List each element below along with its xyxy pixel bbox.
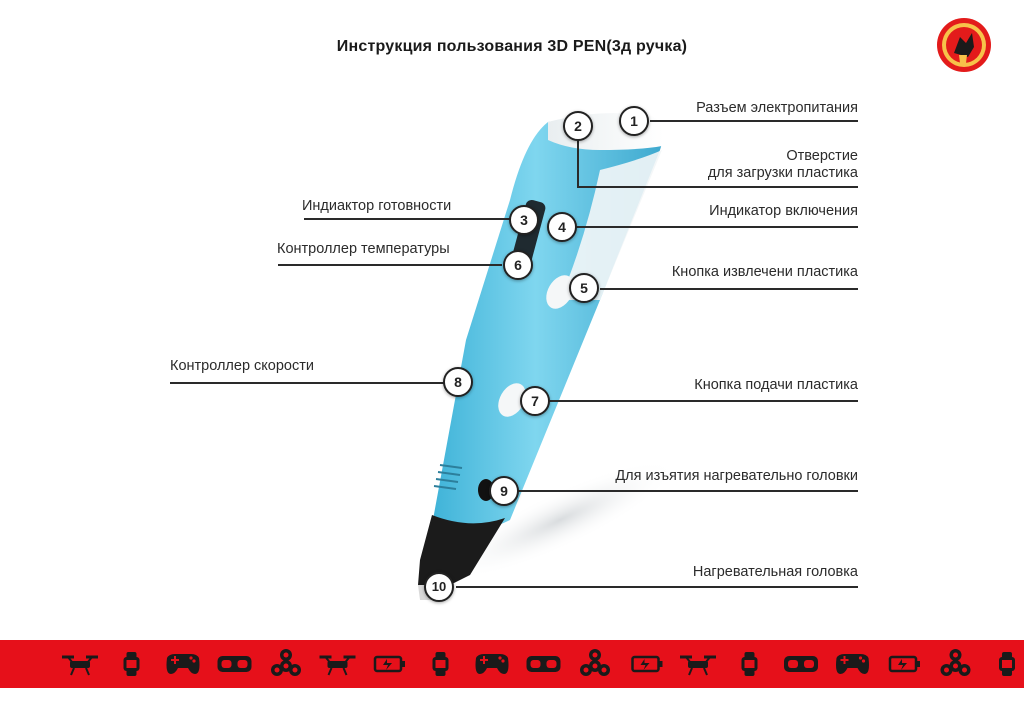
callout-badge-8: 8 (443, 367, 473, 397)
callout-line-9 (518, 490, 858, 492)
callout-badge-5: 5 (569, 273, 599, 303)
callout-line-6 (278, 264, 502, 266)
drone-icon (62, 655, 98, 676)
callout-badge-2: 2 (563, 111, 593, 141)
callout-line-8 (170, 382, 444, 384)
3d-pen-illustration (418, 113, 679, 600)
callout-label-6: Контроллер температуры (277, 241, 450, 257)
callout-label-3: Индиактор готовности (302, 198, 452, 214)
callout-label-10: Нагревательная головка (692, 564, 858, 580)
page-title: Инструкция пользования 3D PEN(3д ручка) (336, 38, 688, 55)
callout-label-5: Кнопка извлечени пластика (671, 264, 858, 280)
callout-line-10 (456, 586, 858, 588)
brand-logo (937, 18, 991, 72)
callout-badge-10: 10 (424, 572, 454, 602)
fidget-spinner-icon (580, 649, 610, 676)
footer-icon-band (0, 640, 1024, 688)
vr-headset-icon (784, 656, 818, 672)
callout-badge-3: 3 (509, 205, 539, 235)
callout-line-2 (578, 186, 858, 188)
fidget-spinner-icon (940, 649, 971, 676)
callout-badge-7: 7 (520, 386, 550, 416)
gamepad-icon (836, 654, 869, 674)
smartwatch-icon (432, 652, 449, 676)
callout-line-1 (650, 120, 858, 122)
battery-icon (888, 655, 920, 673)
callout-line-7 (548, 400, 858, 402)
fidget-spinner-icon (271, 649, 301, 676)
callout-line-3 (304, 218, 512, 220)
smartwatch-icon (999, 652, 1015, 676)
battery-icon (631, 655, 663, 673)
battery-icon (373, 655, 405, 673)
callout-label-1: Разъем электропитания (696, 100, 858, 116)
gamepad-icon (475, 654, 509, 674)
callout-line-2-vertical (577, 140, 579, 188)
callout-label-2-text: Отверстие для загрузки пластика (707, 148, 858, 181)
callout-label-9: Для изъятия нагревательно головки (615, 468, 858, 484)
callout-badge-1: 1 (619, 106, 649, 136)
footer-icons (62, 649, 1015, 676)
callout-badge-9: 9 (489, 476, 519, 506)
smartwatch-icon (741, 652, 758, 676)
callout-label-4: Индикатор включения (709, 203, 858, 219)
callout-line-5 (600, 288, 858, 290)
callout-label-7: Кнопка подачи пластика (694, 377, 858, 393)
callout-badge-6: 6 (503, 250, 533, 280)
smartwatch-icon (123, 652, 140, 676)
drone-icon (319, 655, 356, 676)
callout-line-4 (576, 226, 858, 228)
gamepad-icon (166, 654, 200, 674)
vr-headset-icon (217, 656, 252, 672)
callout-label-8: Контроллер скорости (170, 358, 314, 374)
callout-label-2: Отверстие для загрузки пластика (708, 148, 858, 182)
callout-badge-4: 4 (547, 212, 577, 242)
vr-headset-icon (526, 656, 561, 672)
drone-icon (680, 655, 716, 676)
